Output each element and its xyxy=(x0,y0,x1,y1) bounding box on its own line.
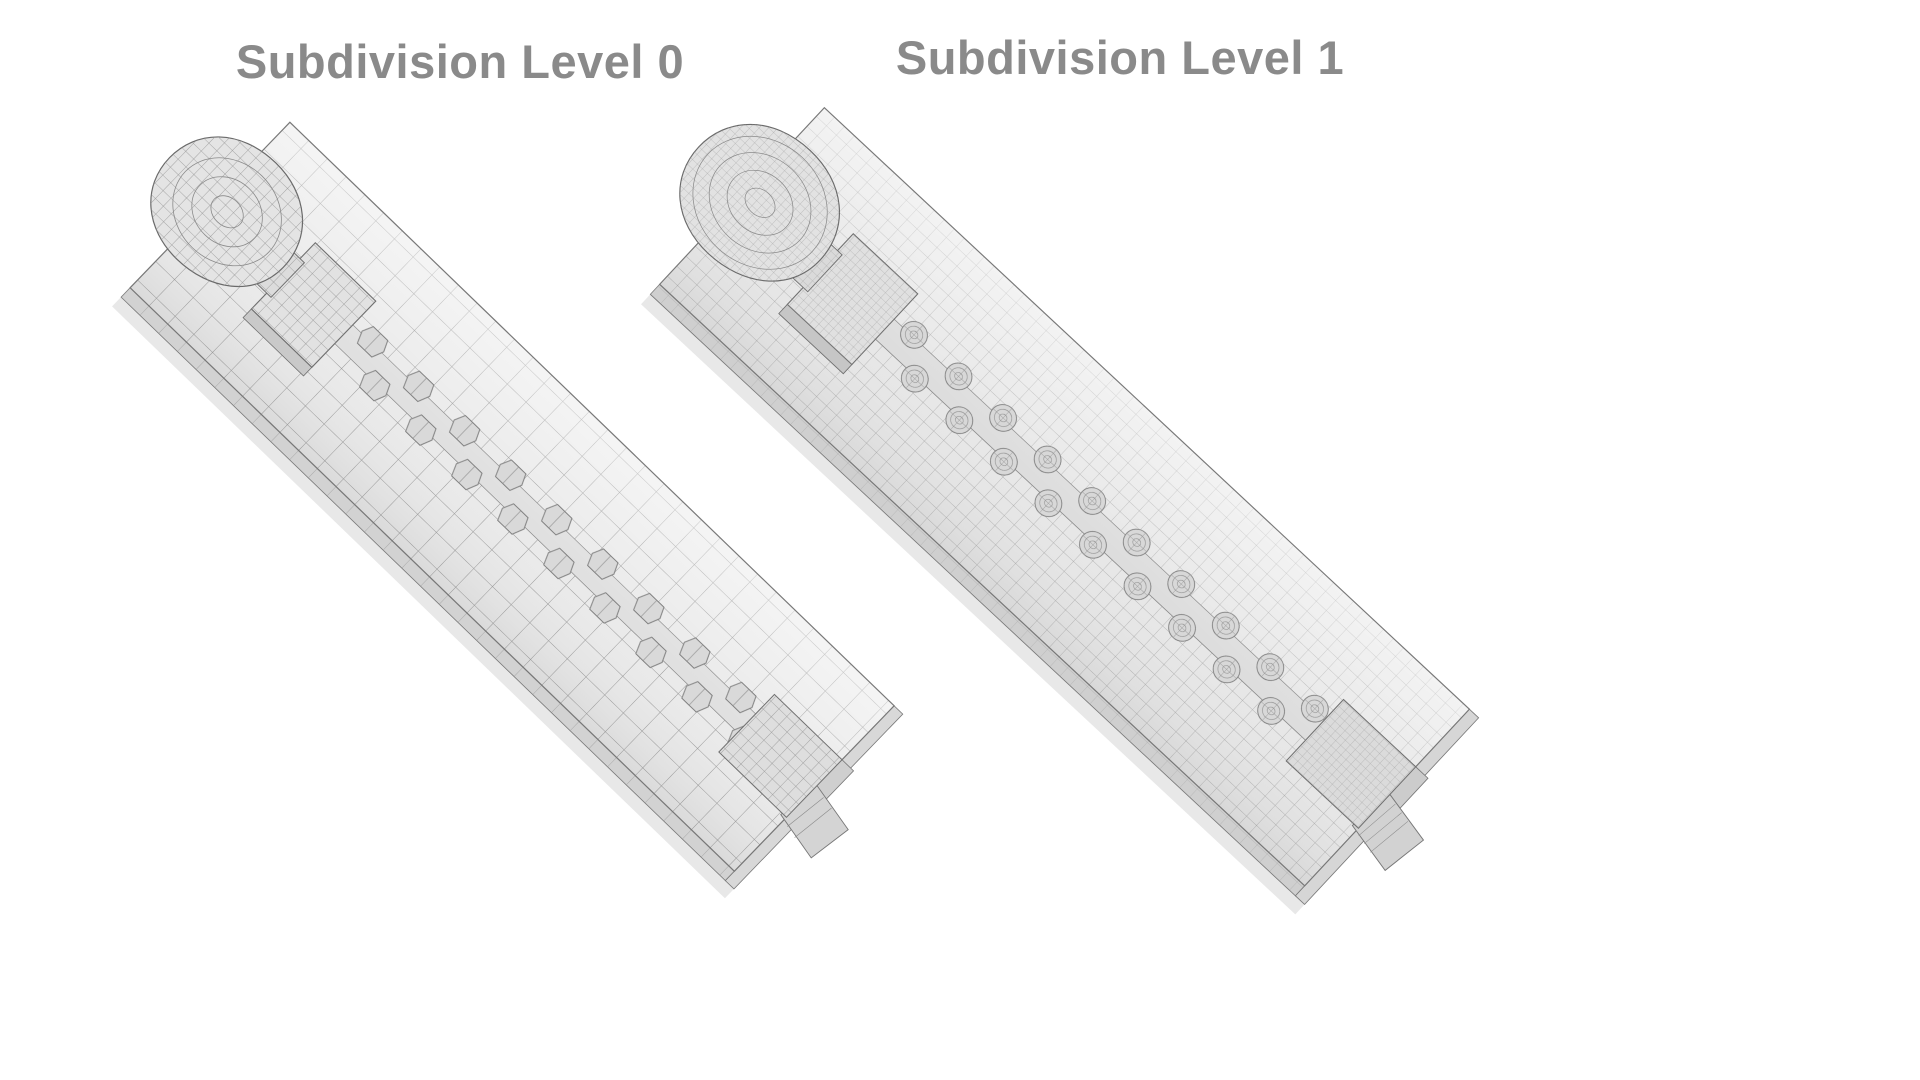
zipper-model-level-0 xyxy=(112,121,904,899)
panel-title-level-1: Subdivision Level 1 xyxy=(895,31,1345,84)
zipper-teeth xyxy=(330,319,768,745)
zipper-slider-body xyxy=(778,232,919,375)
zipper-stop-box xyxy=(718,693,855,859)
zipper-slider-body xyxy=(242,241,377,377)
zipper-model-level-1 xyxy=(641,106,1480,915)
zipper-teeth xyxy=(871,313,1337,754)
zipper-stop-box xyxy=(1285,698,1429,872)
zipper-pull-tab xyxy=(150,136,304,288)
zipper-pull-tab xyxy=(679,123,840,282)
panel-title-level-0: Subdivision Level 0 xyxy=(235,35,685,88)
